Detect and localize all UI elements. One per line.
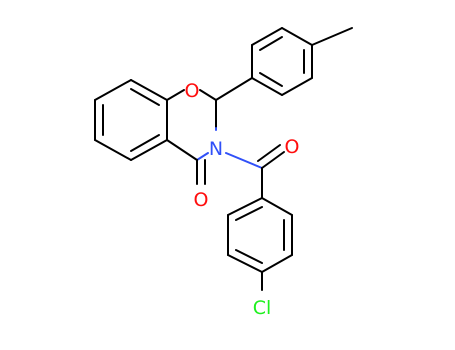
nitrogen-label: N [209,138,223,160]
chlorine-label: Cl [253,297,272,319]
tolyl-group [215,27,353,101]
benzo-ring [94,79,168,161]
oxazine-ring [166,89,217,185]
bonds [94,27,353,291]
acyl-oxygen-label: O [285,136,300,158]
chlorobenzoyl-group [225,144,293,291]
ring-oxygen-label: O [185,80,200,102]
atom-labels: O N O O Cl [185,80,300,319]
lactam-oxygen-label: O [194,189,209,211]
